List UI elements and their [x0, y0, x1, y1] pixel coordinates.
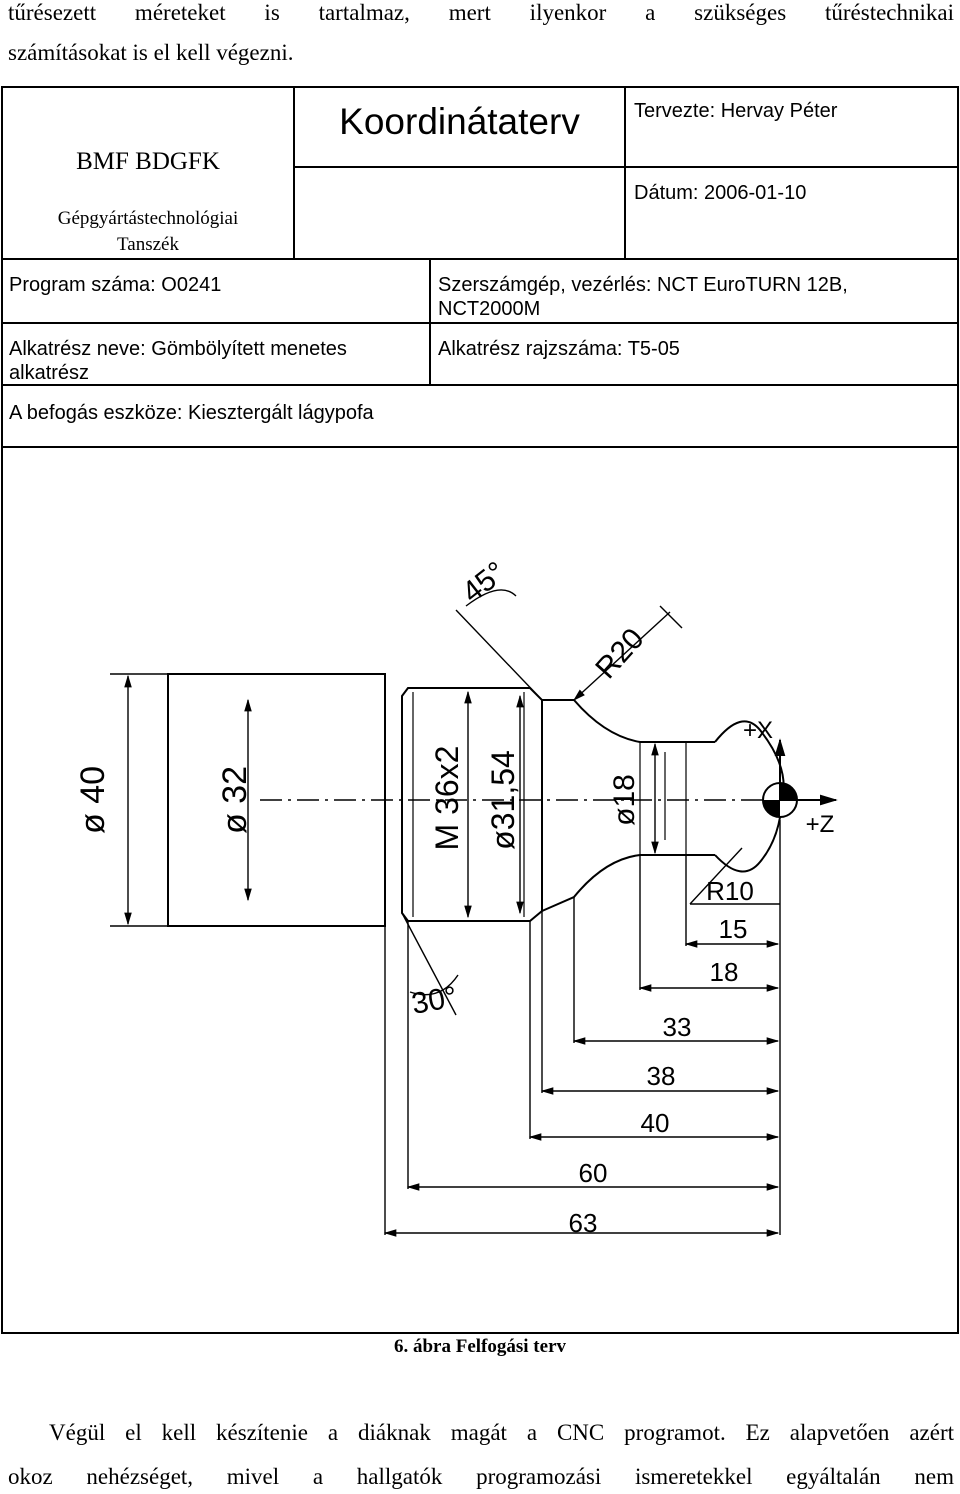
- divider: [293, 166, 959, 168]
- thread-m36-label: M 36x2: [429, 746, 465, 851]
- angle-45-label: 45°: [456, 556, 512, 610]
- department-line-1: Gépgyártástechnológiai: [57, 208, 239, 229]
- divider: [293, 86, 295, 260]
- diameter-31-54-label: ø31,54: [485, 750, 521, 850]
- diameter-40-label: ø 40: [74, 766, 112, 834]
- designer-field: Tervezte: Hervay Péter: [634, 100, 838, 122]
- dimension-60-label: 60: [579, 1158, 608, 1188]
- dimension-63-label: 63: [569, 1208, 598, 1238]
- part-name-line-1: Alkatrész neve: Gömbölyített menetes: [9, 338, 347, 360]
- paragraph-top-line-1: tűrésezett méreteket is tartalmaz, mert …: [8, 0, 954, 25]
- angle-30-label: 30°: [409, 980, 459, 1020]
- thread-section-outline: [401, 687, 543, 922]
- drawing-number-field: Alkatrész rajzszáma: T5-05: [438, 338, 680, 360]
- neck-lower-profile: [541, 854, 715, 912]
- page-title: Koordinátaterv: [339, 101, 580, 142]
- plus-z-axis-label: +Z: [806, 811, 835, 838]
- radius-10-label: R10: [706, 876, 754, 906]
- divider: [1, 258, 959, 260]
- department-line-2: Tanszék: [117, 234, 179, 255]
- origin-symbol: [762, 738, 838, 818]
- neck-upper-profile: [542, 699, 715, 743]
- dimension-15-label: 15: [719, 914, 748, 944]
- plus-x-axis-label: +X: [743, 717, 773, 744]
- paragraph-bottom-line-1: Végül el kell készítenie a diáknak magát…: [49, 1420, 954, 1445]
- part-name-line-2: alkatrész: [9, 362, 90, 384]
- date-field: Dátum: 2006-01-10: [634, 182, 807, 204]
- divider: [1, 446, 959, 448]
- divider: [624, 86, 626, 260]
- radius-20-label: R20: [589, 622, 650, 685]
- diameter-32-label: ø 32: [216, 766, 254, 834]
- divider: [1, 322, 959, 324]
- machine-field-line-2: NCT2000M: [438, 298, 541, 320]
- coordinate-plan-frame: [1, 86, 959, 1334]
- dimension-38-label: 38: [647, 1061, 676, 1091]
- diameter-18-label: ø18: [608, 774, 641, 826]
- divider: [1, 384, 959, 386]
- institution-name: BMF BDGFK: [76, 148, 220, 175]
- paragraph-top-line-2: számításokat is el kell végezni.: [8, 40, 294, 65]
- fixture-field: A befogás eszköze: Kiesztergált lágypofa: [9, 402, 374, 424]
- figure-caption: 6. ábra Felfogási terv: [393, 1336, 566, 1357]
- program-number-field: Program száma: O0241: [9, 274, 222, 296]
- machine-field-line-1: Szerszámgép, vezérlés: NCT EuroTURN 12B,: [438, 274, 848, 296]
- dimension-33-label: 33: [663, 1012, 692, 1042]
- dimension-40-label: 40: [641, 1108, 670, 1138]
- dimension-18-label: 18: [710, 957, 739, 987]
- paragraph-bottom-line-2: okoz nehézséget, mivel a hallgatók progr…: [8, 1464, 954, 1489]
